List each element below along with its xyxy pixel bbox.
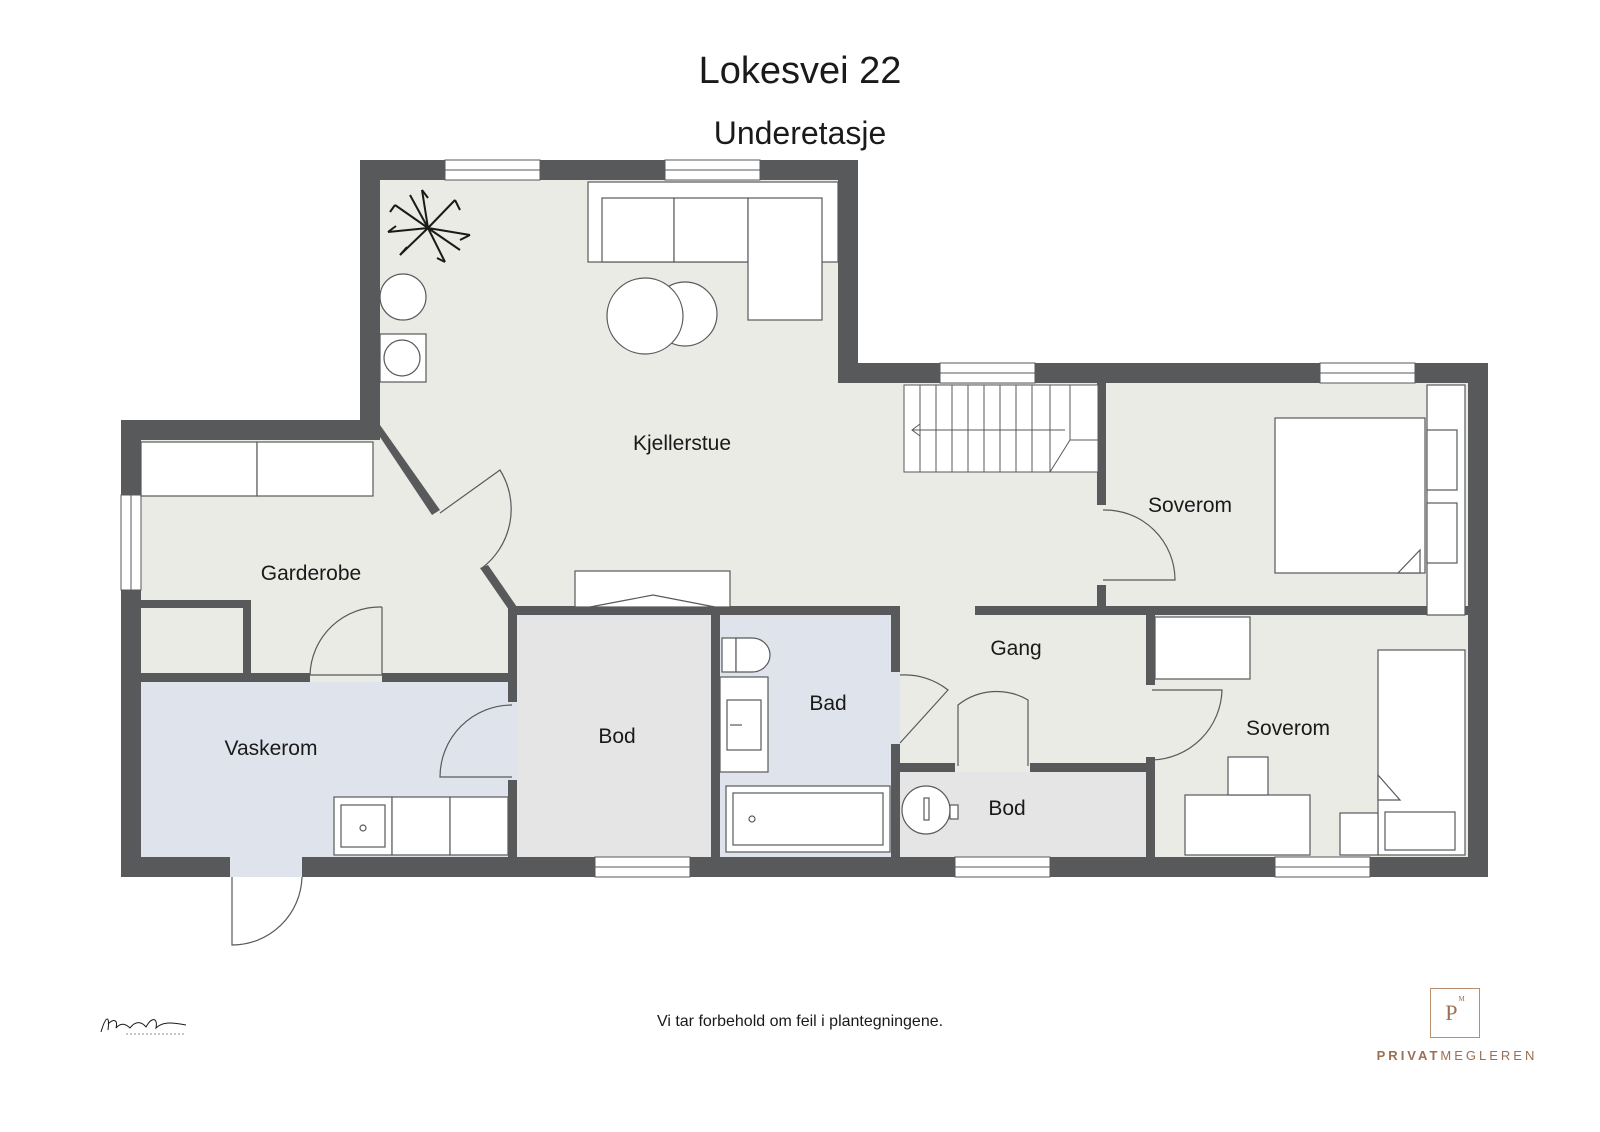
room-label-kjellerstue: Kjellerstue (633, 432, 731, 455)
room-labels: Kjellerstue Soverom Garderobe Gang Bad V… (225, 432, 1331, 820)
toilet-bowl (735, 637, 771, 673)
bed-fold (1396, 548, 1421, 574)
desk-chair (1227, 756, 1269, 796)
room-label-soverom1: Soverom (1148, 494, 1232, 517)
sofa-chaise (747, 197, 823, 321)
pillow (1384, 811, 1456, 851)
washer (391, 796, 451, 856)
tv-bench (574, 570, 731, 608)
wall (121, 420, 380, 440)
wall (508, 606, 1488, 615)
pillow (1426, 502, 1458, 564)
door-swing (231, 876, 303, 946)
double-bed (1274, 417, 1426, 574)
furniture-soverom1 (1274, 417, 1458, 574)
room-label-bad: Bad (809, 692, 846, 715)
drain (359, 824, 367, 832)
wardrobe (140, 441, 258, 497)
room-label-bod1: Bod (598, 725, 635, 748)
wall (360, 160, 858, 180)
pillow (1426, 429, 1458, 491)
door-gap (900, 606, 975, 615)
room-label-gang: Gang (990, 637, 1041, 660)
door-swing (1102, 509, 1176, 581)
water-heater-pipe (949, 804, 959, 820)
wall (480, 565, 517, 610)
wall (838, 160, 858, 382)
bed-fold (1377, 773, 1402, 801)
floor-bod1 (515, 610, 715, 857)
stair-arrow (911, 423, 921, 437)
floor-gang (895, 610, 1150, 770)
openings (120, 159, 1416, 878)
desk (1184, 794, 1311, 856)
sofa-seat (601, 197, 675, 263)
staircase (903, 384, 1099, 473)
furniture-garderobe (140, 441, 374, 497)
room-label-soverom2: Soverom (1246, 717, 1330, 740)
furniture-kjellerstue (379, 181, 1466, 616)
room-label-garderobe: Garderobe (261, 562, 361, 585)
doors (231, 469, 1223, 946)
plan-subtitle: Underetasje (713, 115, 887, 151)
wardrobe (256, 441, 374, 497)
signature-logo (100, 1018, 187, 1035)
door-gap (891, 672, 900, 744)
stair-bed-cabinet (1426, 384, 1466, 616)
bathtub-inner (732, 792, 884, 846)
floor-kjellerstue (373, 180, 1103, 610)
door-swing (899, 674, 949, 744)
coffee-table (606, 277, 684, 355)
side-table (379, 273, 427, 321)
tv-bench-detail (589, 594, 716, 608)
door-gaps (230, 505, 1155, 877)
furniture-bad (719, 637, 891, 853)
room-label-bod2: Bod (988, 797, 1025, 820)
furniture-vaskerom (333, 796, 509, 856)
water-heater-valve (923, 797, 930, 821)
plan-title: Lokesvei 22 (698, 50, 902, 92)
door-swing (309, 606, 383, 676)
wall (372, 425, 440, 515)
door-gap (508, 702, 517, 780)
door-gap (955, 763, 1030, 772)
wall (243, 600, 251, 680)
room-label-vaskerom: Vaskerom (225, 737, 318, 760)
wall (121, 857, 1488, 877)
stair-outline (903, 384, 1099, 473)
wall (360, 160, 380, 425)
door-gap (230, 857, 302, 877)
wall (1097, 383, 1106, 610)
furniture-soverom2 (1154, 616, 1466, 856)
sofa-seat (673, 197, 749, 263)
brand-name: PRIVATMEGLEREN (1376, 1048, 1538, 1063)
bathtub-drain (748, 815, 756, 823)
shelf (1154, 616, 1251, 680)
wall (1468, 363, 1488, 877)
toilet-tank (721, 637, 737, 673)
furniture-bod2 (901, 785, 959, 835)
wall (711, 606, 720, 857)
wall (121, 420, 141, 877)
door-swing (957, 690, 1029, 766)
nightstand (1339, 812, 1379, 856)
wall (141, 600, 251, 608)
door-gap (1146, 685, 1155, 757)
door-swing (439, 704, 513, 778)
side-cabinet-top (383, 339, 421, 377)
privatmegleren-logo-icon: PM (1430, 988, 1480, 1038)
door-swing (439, 469, 512, 569)
dryer (449, 796, 509, 856)
door-gap (1097, 505, 1106, 585)
door-gap (310, 673, 382, 682)
plant-icon (387, 189, 471, 263)
disclaimer-text: Vi tar forbehold om feil i plantegningen… (656, 1013, 944, 1030)
door-swing (1151, 689, 1223, 761)
